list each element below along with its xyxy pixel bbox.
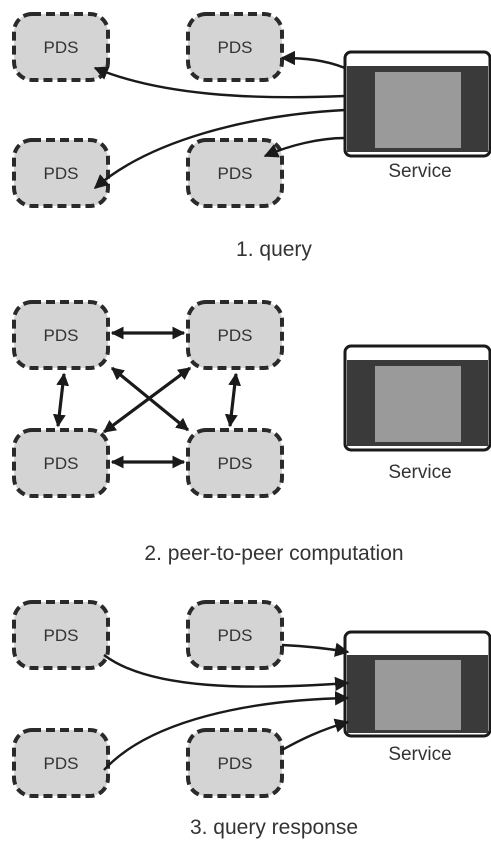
pds-node: PDS [186,428,284,498]
pds-node: PDS [186,300,284,370]
step-label-query: 1. query [236,238,312,261]
pds-node: PDS [186,138,284,208]
pds-label: PDS [44,326,79,345]
step-label-peer-to-peer: 2. peer-to-peer computation [144,542,403,565]
query-arrow [263,136,346,158]
pds-label: PDS [44,164,79,183]
response-arrow [281,718,350,752]
pds-label: PDS [218,754,253,773]
pds-node: PDS [12,428,110,498]
pds-label: PDS [44,754,79,773]
service-label: Service [388,462,451,483]
peer-arrow [224,372,242,428]
response-arrow [103,691,350,771]
panel-query: PDS PDS PDS PDS Service 1. query [12,12,491,261]
peer-arrow [102,366,192,434]
response-arrow [103,654,350,692]
pds-label: PDS [218,626,253,645]
pds-label: PDS [44,38,79,57]
pds-node: PDS [186,728,284,798]
pds-node: PDS [12,300,110,370]
pds-label: PDS [218,454,253,473]
pds-label: PDS [44,454,79,473]
query-arrow [280,50,346,70]
pds-label: PDS [218,164,253,183]
pds-node: PDS [12,728,110,798]
pds-node: PDS [186,600,284,670]
service-icon [343,50,491,158]
response-arrow [281,642,350,657]
panel-query-response: PDS PDS PDS PDS Service 3. query respons… [12,600,491,839]
service-label: Service [388,744,451,765]
service-icon [343,630,491,738]
pds-node: PDS [12,138,110,208]
pds-label: PDS [218,38,253,57]
service-icon [343,344,491,452]
service-label: Service [388,161,451,182]
panel-peer-to-peer: PDS PDS PDS PDS Service 2. peer-to-peer … [12,300,491,565]
peer-arrow [52,372,70,428]
pds-node: PDS [186,12,284,82]
step-label-query-response: 3. query response [190,816,358,839]
pds-node: PDS [12,12,110,82]
pds-label: PDS [44,626,79,645]
query-arrow [93,66,346,99]
query-arrow [93,108,346,189]
pds-label: PDS [218,326,253,345]
pds-node: PDS [12,600,110,670]
